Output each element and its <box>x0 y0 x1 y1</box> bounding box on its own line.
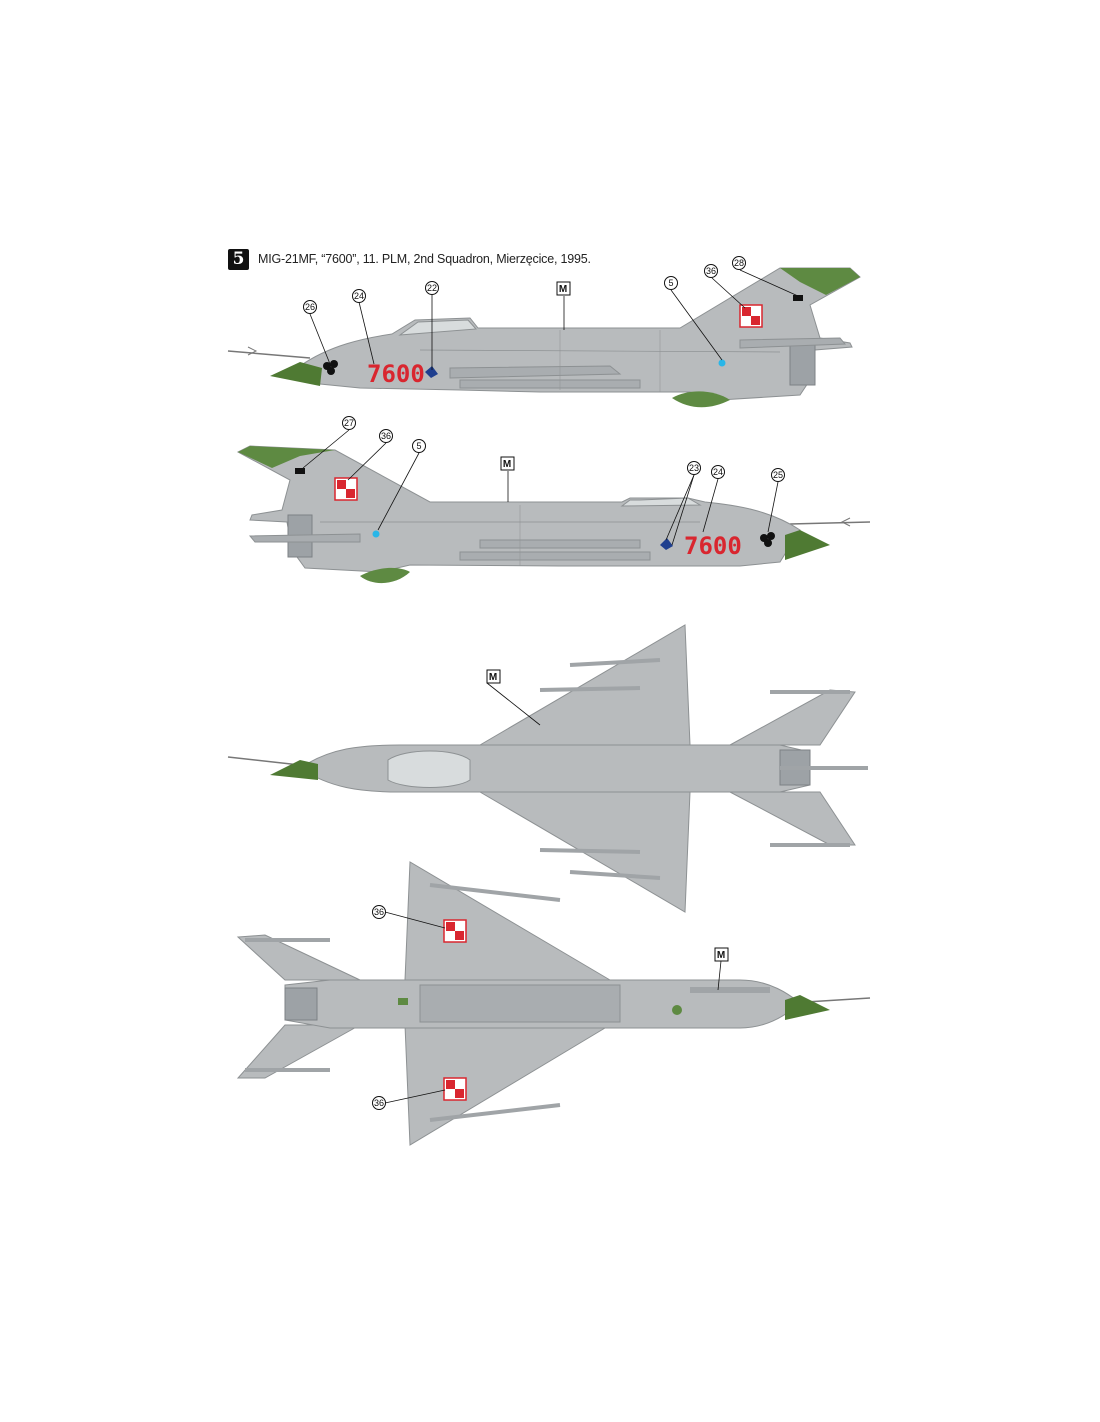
top-view: M <box>227 624 868 913</box>
right-blue-badge <box>660 538 673 550</box>
left-fin-emblem <box>793 295 803 301</box>
callout-22: 22 <box>427 283 437 293</box>
bottom-wing-checker-lower <box>443 1077 467 1101</box>
left-tail-code: 7600 <box>367 360 425 388</box>
left-fin-checker <box>739 304 763 328</box>
paint-key-m: M <box>559 284 567 295</box>
callout-27: 27 <box>344 418 354 428</box>
right-side-view: 7600 <box>236 416 871 584</box>
option-caption: MIG-21MF, “7600”, 11. PLM, 2nd Squadron,… <box>258 252 591 266</box>
bottom-callouts: 36 36 M <box>372 905 729 1110</box>
callout-36: 36 <box>706 266 716 276</box>
right-cyan-dot <box>372 530 380 538</box>
callout-24-right: 24 <box>713 467 723 477</box>
callout-24: 24 <box>354 291 364 301</box>
callout-5: 5 <box>668 278 673 288</box>
right-tail-code: 7600 <box>684 532 742 560</box>
option-header: 5 MIG-21MF, “7600”, 11. PLM, 2nd Squadro… <box>228 248 591 270</box>
right-callouts: 27 36 5 23 24 25 M <box>302 416 785 546</box>
callout-36-bottom-lower: 36 <box>374 1098 384 1108</box>
left-blue-badge <box>425 366 438 378</box>
left-side-view: 7600 <box>227 256 861 408</box>
left-callouts: 26 24 22 5 36 28 M <box>303 256 799 370</box>
right-fin-emblem <box>295 468 305 474</box>
bottom-wing-checker-upper <box>443 919 467 943</box>
bottom-view: 36 36 M <box>236 861 871 1146</box>
left-cyan-dot <box>718 359 726 367</box>
option-number-badge: 5 <box>228 248 249 270</box>
right-squadron-emblem <box>760 532 775 547</box>
callout-26: 26 <box>305 302 315 312</box>
callout-23: 23 <box>689 463 699 473</box>
callout-28: 28 <box>734 258 744 268</box>
left-squadron-emblem <box>323 360 338 375</box>
callout-36-bottom-upper: 36 <box>374 907 384 917</box>
paint-key-m-top: M <box>489 672 497 683</box>
callout-5-right: 5 <box>416 441 421 451</box>
right-fin-checker <box>334 477 358 501</box>
paint-key-m-bottom: M <box>717 950 725 961</box>
paint-key-m-right: M <box>503 459 511 470</box>
callout-25: 25 <box>773 470 783 480</box>
callout-36-right: 36 <box>381 431 391 441</box>
